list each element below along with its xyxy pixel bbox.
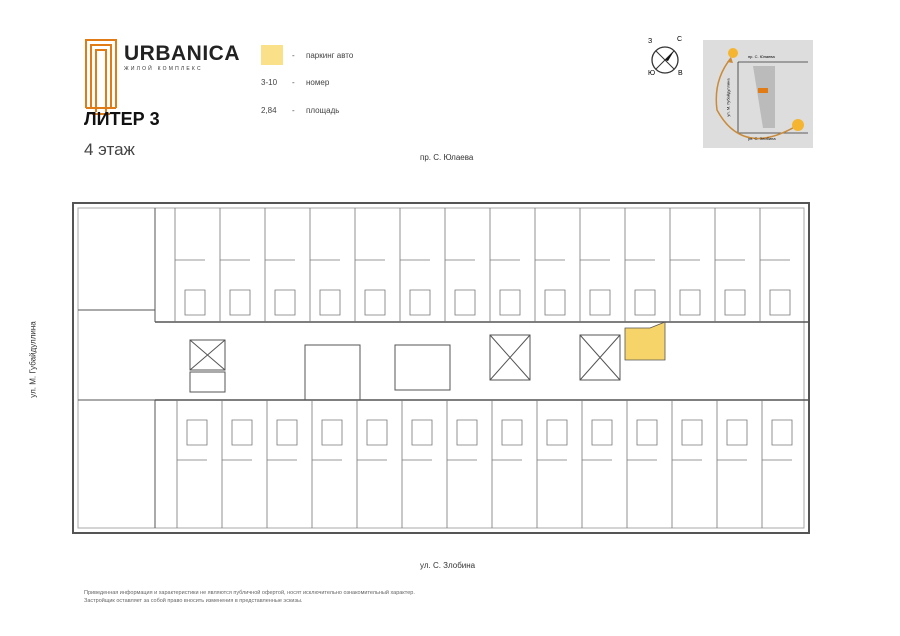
partition-walls [174,208,793,528]
legend-dash: - [292,78,295,87]
disclaimer: Приведенная информация и характеристики … [84,589,415,605]
location-minimap: пр. С. Юлаева ул. С. Злобина ул. М. Губа… [703,40,813,148]
parking-legend-swatch [261,45,283,65]
compass-west: З [648,38,653,45]
brand-name: URBANICA [124,42,240,65]
legend-dash: - [292,51,295,60]
minimap-bottom-street: ул. С. Злобина [748,136,776,141]
street-top-label: пр. С. Юлаева [420,153,474,162]
compass-east: В [678,70,683,77]
compass-south: Ю [648,70,656,77]
urbanica-logo-icon [85,39,117,115]
disclaimer-line: Приведенная информация и характеристики … [84,590,415,596]
minimap-top-street: пр. С. Юлаева [748,54,775,59]
building-title: ЛИТЕР 3 [84,109,160,129]
floor-label: 4 этаж [84,140,135,159]
parking-highlight [624,321,666,361]
legend-number-key: 3-10 [261,78,278,87]
disclaimer-line: Застройщик оставляет за собой право внос… [84,598,303,604]
compass-icon [651,46,679,74]
legend-parking-label: паркинг авто [306,51,354,60]
legend-dash: - [292,106,295,115]
legend-area-label: площадь [306,106,340,115]
street-bottom-label: ул. С. Злобина [420,561,476,570]
legend-number-label: номер [306,78,330,87]
legend-area-key: 2,84 [261,106,277,115]
brand-subtitle: ЖИЛОЙ КОМПЛЕКС [124,66,203,72]
compass-north: С [677,36,683,43]
